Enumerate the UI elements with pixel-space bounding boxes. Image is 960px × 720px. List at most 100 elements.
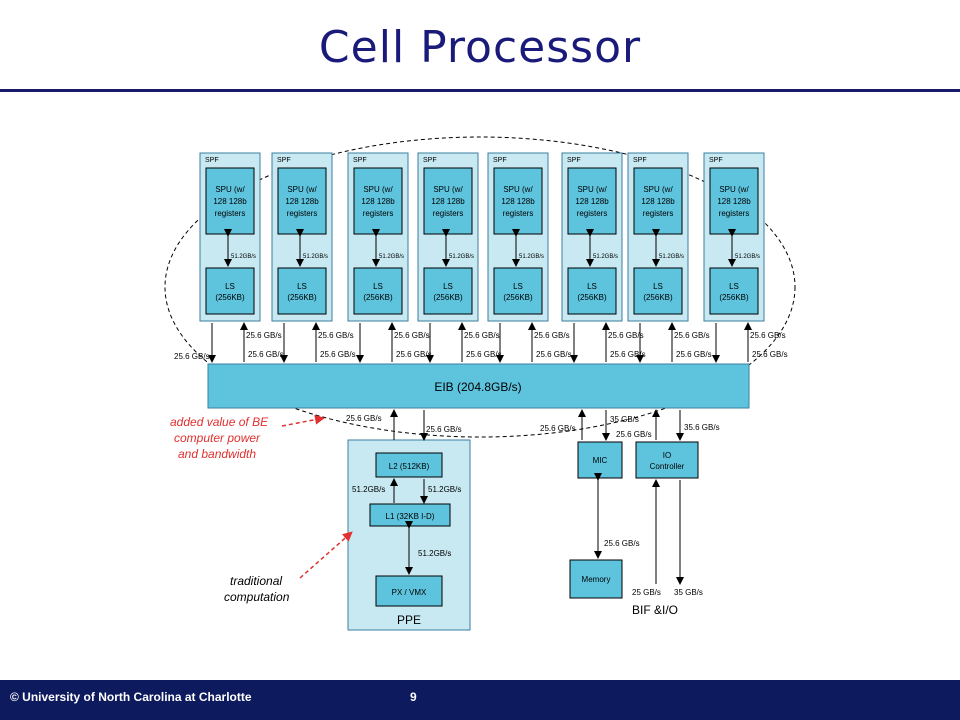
ls-box xyxy=(353,267,403,315)
spf-label: SPF xyxy=(353,157,367,164)
io-controller-label-2: Controller xyxy=(650,462,685,471)
spe-eib-bw-label-top: 25.6 GB/s xyxy=(608,331,644,340)
ls-box xyxy=(633,267,683,315)
ls-label: (256KB) xyxy=(503,293,533,302)
annotation-added-value-3: and bandwidth xyxy=(178,447,256,461)
spu-label: 128 128b xyxy=(285,197,319,206)
highlight-ellipse xyxy=(164,136,796,438)
spe-eib-bw-label-top: 25.6 GB/s xyxy=(750,331,786,340)
annotation-added-value-2: computer power xyxy=(174,431,261,445)
ppe-l1-core-bw: 51.2GB/s xyxy=(418,549,451,558)
spf-label: SPF xyxy=(493,157,507,164)
ls-label: LS xyxy=(443,282,453,291)
spu-label: SPU (w/ xyxy=(287,185,317,194)
annotation-arrow-added xyxy=(281,414,325,427)
spu-label: registers xyxy=(503,209,534,218)
spu-ls-bw-label: 51.2GB/s xyxy=(659,254,684,260)
spe-eib-bw-label-top: 25.6 GB/s xyxy=(246,331,282,340)
annotation-traditional-1: traditional xyxy=(230,574,282,588)
ls-label: LS xyxy=(373,282,383,291)
bw-mic-memory: 25.6 GB/s xyxy=(604,539,640,548)
spu-label: SPU (w/ xyxy=(363,185,393,194)
spe-eib-bw-label-bottom: 25.6 GB/s xyxy=(320,350,356,359)
spf-label: SPF xyxy=(205,157,219,164)
memory-label: Memory xyxy=(582,575,611,584)
ls-label: (256KB) xyxy=(643,293,673,302)
ls-box xyxy=(567,267,617,315)
footer-copyright: © University of North Carolina at Charlo… xyxy=(10,690,252,704)
spf-label: SPF xyxy=(277,157,291,164)
mic-box xyxy=(577,441,623,479)
bw-io-out-2: 35 GB/s xyxy=(674,588,703,597)
spf-label: SPF xyxy=(423,157,437,164)
ls-box xyxy=(493,267,543,315)
ppe-l2-label: L2 (512KB) xyxy=(389,462,430,471)
ppe-l2-l1-bw-right: 51.2GB/s xyxy=(428,485,461,494)
ppe-l1-label: L1 (32KB I-D) xyxy=(386,512,435,521)
spu-box xyxy=(423,167,473,235)
ls-box xyxy=(709,267,759,315)
spe-eib-bw-label-top: 25.6 GB/s xyxy=(464,331,500,340)
spu-box xyxy=(567,167,617,235)
spu-label: registers xyxy=(433,209,464,218)
spu-box xyxy=(709,167,759,235)
spu-label: registers xyxy=(363,209,394,218)
bw-eib-mic-left: 25.6 GB/s xyxy=(540,424,576,433)
ls-box xyxy=(205,267,255,315)
ls-label: (256KB) xyxy=(577,293,607,302)
spe-eib-bw-label-bottom: 25.6 GB/s xyxy=(752,350,788,359)
spf-label: SPF xyxy=(709,157,723,164)
spe-eib-bw-label-top: 25.6 GB/s xyxy=(394,331,430,340)
spu-label: SPU (w/ xyxy=(433,185,463,194)
ls-label: LS xyxy=(225,282,235,291)
eib-bus xyxy=(207,363,750,409)
ls-label: LS xyxy=(587,282,597,291)
ppe-eib-bw-label-2: 25.6 GB/s xyxy=(426,425,462,434)
spu-label: SPU (w/ xyxy=(503,185,533,194)
bw-io-out-1: 25 GB/s xyxy=(632,588,661,597)
spe-eib-bw-label-bottom: 25.6 GB/s xyxy=(466,350,502,359)
spu-label: SPU (w/ xyxy=(643,185,673,194)
spu-label: 128 128b xyxy=(213,197,247,206)
io-controller-label-1: IO xyxy=(663,451,671,460)
spe-eib-bw-label-bottom: 25.6 GB/s xyxy=(536,350,572,359)
ppe-l2-box xyxy=(375,452,443,478)
spe-eib-bw-label-top: 25.6 GB/s xyxy=(534,331,570,340)
spu-box xyxy=(633,167,683,235)
ls-label: (256KB) xyxy=(433,293,463,302)
ls-label: LS xyxy=(729,282,739,291)
spu-label: 128 128b xyxy=(361,197,395,206)
bif-io-label: BIF &I/O xyxy=(632,603,678,617)
spu-label: registers xyxy=(643,209,674,218)
spu-label: registers xyxy=(719,209,750,218)
bw-eib-mic-right: 35 GB/s xyxy=(610,415,639,424)
spu-ls-bw-label: 51.2GB/s xyxy=(519,254,544,260)
annotation-traditional-2: computation xyxy=(224,590,290,604)
spf-label: SPF xyxy=(633,157,647,164)
eib-label: EIB (204.8GB/s) xyxy=(434,380,521,394)
ls-label: (256KB) xyxy=(719,293,749,302)
spu-label: 128 128b xyxy=(641,197,675,206)
slide-title: Cell Processor xyxy=(318,22,642,73)
ls-box xyxy=(277,267,327,315)
spu-label: 128 128b xyxy=(575,197,609,206)
spe-eib-bw-label-top: 25.6 GB/s xyxy=(674,331,710,340)
spe-eib-bw-label-top: 25.6 GB/s xyxy=(318,331,354,340)
ls-label: LS xyxy=(297,282,307,291)
spu-ls-bw-label: 51.2GB/s xyxy=(379,254,404,260)
memory-box xyxy=(569,559,623,599)
bw-eib-io-left: 25.6 GB/s xyxy=(616,430,652,439)
spe-eib-bw-label-bottom: 25.6 GB/s xyxy=(396,350,432,359)
mic-label: MIC xyxy=(593,456,608,465)
spu-label: 128 128b xyxy=(431,197,465,206)
spu-label: SPU (w/ xyxy=(577,185,607,194)
spu-label: SPU (w/ xyxy=(215,185,245,194)
ls-label: (256KB) xyxy=(215,293,245,302)
ls-label: LS xyxy=(653,282,663,291)
spe-eib-bw-label-bottom: 25.6 GB/s xyxy=(676,350,712,359)
ls-box xyxy=(423,267,473,315)
spu-label: 128 128b xyxy=(717,197,751,206)
ppe-eib-bw-label: 25.6 GB/s xyxy=(346,414,382,423)
